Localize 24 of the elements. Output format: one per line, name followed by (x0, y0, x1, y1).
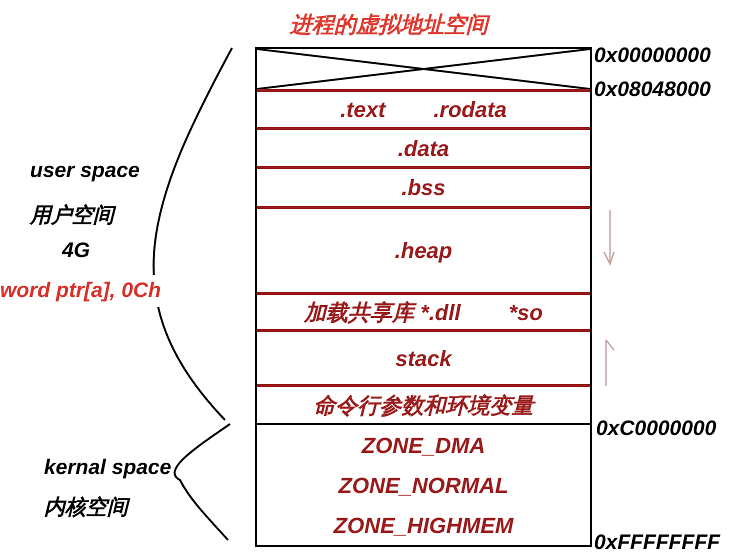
segment-label: .heap (394, 237, 452, 265)
segment-label: 加载共享库 *.dll (304, 298, 461, 326)
segment-label: .data (398, 134, 450, 162)
diagram-title: 进程的虚拟地址空间 (290, 8, 488, 41)
zone-label: ZONE_DMA (362, 432, 486, 460)
address-label: 0xC0000000 (596, 416, 716, 442)
region-label: 内核空间 (44, 492, 128, 524)
memory-layout-box (255, 47, 592, 547)
address-label: 0x00000000 (594, 43, 711, 69)
region-label: kernal space (44, 455, 172, 481)
code-note: word ptr[a], 0Ch (0, 275, 161, 306)
segment-label: .rodata (433, 96, 507, 124)
region-label: user space (30, 158, 140, 184)
zone-label: ZONE_NORMAL (338, 472, 508, 500)
segment-label: .bss (401, 174, 446, 202)
segment-label: .text (340, 96, 386, 124)
region-label: 用户空间 (30, 200, 114, 232)
segment-label: stack (395, 344, 452, 372)
segment-label: *so (508, 298, 543, 326)
segment-label: 命令行参数和环境变量 (314, 388, 534, 422)
region-label: 4G (62, 238, 90, 264)
zone-label: ZONE_HIGHMEM (334, 512, 514, 540)
address-label: 0xFFFFFFFF (594, 530, 720, 554)
address-label: 0x08048000 (594, 77, 711, 103)
